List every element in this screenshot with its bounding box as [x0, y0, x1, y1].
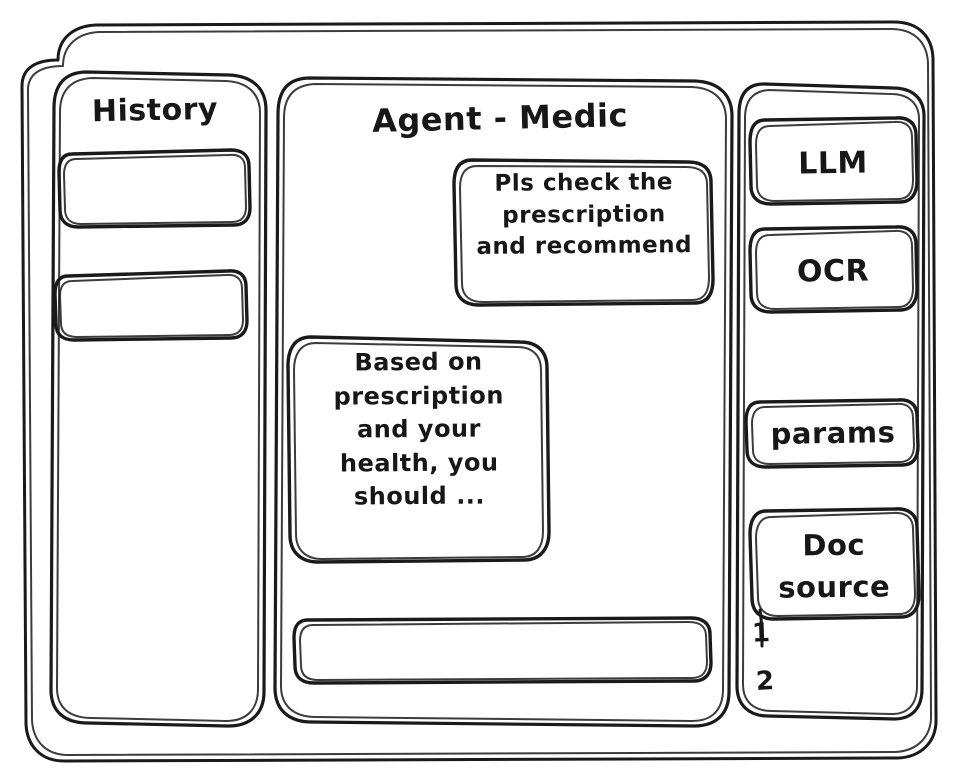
- composer-input[interactable]: [294, 618, 711, 683]
- window-frame: [20, 20, 938, 763]
- user-message-bubble-outline: [452, 158, 715, 307]
- history-item-2-outline: [53, 269, 249, 342]
- history-panel-outline: [49, 70, 268, 728]
- history-panel-title: History: [91, 91, 219, 130]
- assistant-message-text: Based on prescription and your health, y…: [333, 347, 505, 511]
- tools-panel-outline: [735, 82, 926, 721]
- ocr-button-outline[interactable]: [748, 225, 919, 314]
- params-button-label: params: [770, 415, 896, 451]
- history-item-1[interactable]: [59, 150, 250, 227]
- llm-button-label: LLM: [797, 145, 869, 182]
- llm-button-outline[interactable]: [748, 116, 919, 206]
- doc-source-leader-line: [758, 608, 764, 648]
- ocr-button-label: OCR: [796, 253, 870, 290]
- doc-source-item-2[interactable]: 2: [755, 666, 776, 698]
- history-item-1-outline: [57, 148, 252, 229]
- user-message-text: Pls check the prescription and recommend: [476, 169, 693, 261]
- doc-source-outline[interactable]: [748, 507, 921, 621]
- assistant-message-bubble-outline: [286, 335, 551, 564]
- composer-input-outline[interactable]: [292, 616, 713, 685]
- agent-panel-outline: [273, 76, 734, 728]
- doc-source-item-1[interactable]: 1: [751, 618, 772, 649]
- doc-source-label: Doc source: [778, 527, 891, 605]
- params-button-outline[interactable]: [744, 398, 920, 469]
- history-item-2[interactable]: [55, 271, 247, 340]
